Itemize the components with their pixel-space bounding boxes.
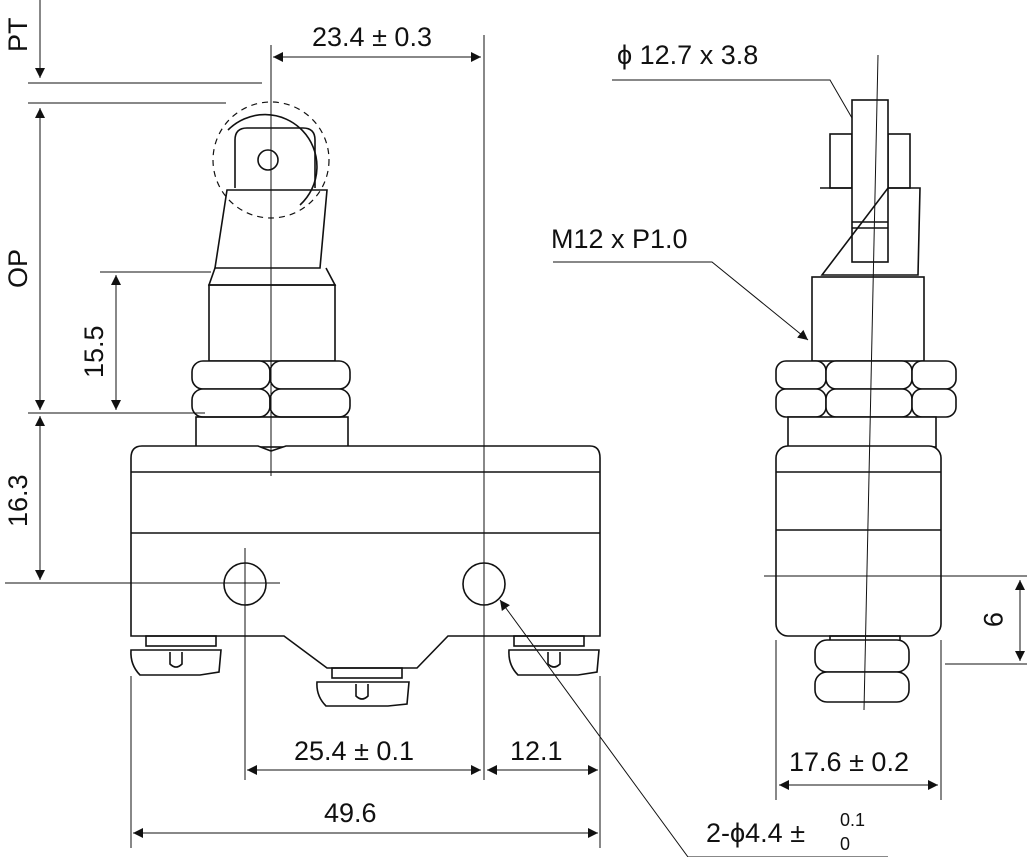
label-9: 9 [978,612,1008,627]
dimension-labels: PT OP 15.5 16.3 23.4 ± 0.3 25.4 ± 0.1 12… [3,17,1008,854]
side-body [775,445,942,637]
label-23-4: 23.4 ± 0.3 [312,22,432,52]
side-nut-1a [775,360,827,390]
nut-2-right [269,388,351,418]
side-nut-2c [911,388,957,418]
roller-leader [612,79,853,119]
label-holes-tol-upper: 0.1 [840,810,865,830]
label-15-5: 15.5 [79,325,109,378]
label-holes: 2-ϕ4.4 ± [706,818,805,848]
label-holes-tol-lower: 0 [840,834,850,854]
nut-1-right [269,360,351,390]
side-centerline [863,54,879,711]
side-plunger-shaft [811,276,925,362]
side-bushing [787,416,937,448]
label-pt: PT [3,17,33,52]
side-nut-1b [825,360,913,390]
label-25-4: 25.4 ± 0.1 [294,736,414,766]
side-nut-2a [775,388,827,418]
plunger-shaft [208,284,336,362]
label-12-1: 12.1 [510,736,563,766]
front-view [5,0,888,857]
terminal-center [316,667,410,707]
side-view [553,54,1027,800]
side-roller-bracket-right [887,133,911,189]
label-49-6: 49.6 [324,798,377,828]
side-nut-2b [825,388,913,418]
side-plunger-upper [820,187,921,276]
switch-body [130,445,601,669]
side-terminal-2 [814,671,910,703]
label-16-3: 16.3 [3,474,33,527]
side-roller-bracket-left [829,133,853,189]
label-17-6: 17.6 ± 0.2 [789,747,909,777]
bushing [195,416,349,448]
plunger-upper [214,189,328,269]
roller-bracket [234,127,316,188]
thread-leader [553,261,809,341]
side-nut-1c [911,360,957,390]
holes-leader [499,599,888,857]
label-thread: M12 x P1.0 [551,224,688,254]
roller-solid [227,113,318,206]
label-roller: ϕ 12.7 x 3.8 [617,40,758,70]
side-terminal-1 [814,639,910,673]
label-op: OP [3,249,33,288]
nut-1-left [191,360,271,390]
side-roller [851,99,889,263]
plunger-neck [207,267,337,286]
terminal-left [130,635,222,676]
terminal-right [508,635,600,676]
roller-pin [257,149,279,171]
